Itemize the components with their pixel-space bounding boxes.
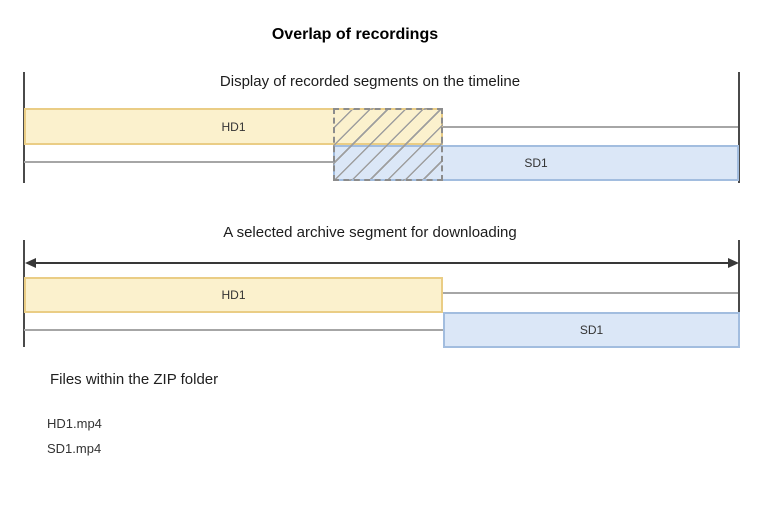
timeline2-sd-track-line (24, 329, 443, 331)
timeline2-sd1-label: SD1 (579, 323, 604, 337)
timeline1-caption: Display of recorded segments on the time… (219, 73, 521, 90)
timeline1-hd-track-line (443, 126, 738, 128)
timeline1-right-boundary-line (738, 72, 740, 183)
timeline2-right-boundary-line (738, 240, 740, 347)
diagram-title: Overlap of recordings (271, 26, 439, 43)
file-list-item: HD1.mp4 (47, 416, 102, 431)
arrowhead-left-icon (25, 258, 36, 268)
zip-files-caption: Files within the ZIP folder (50, 371, 219, 388)
arrowhead-right-icon (728, 258, 739, 268)
selection-span-arrow (25, 258, 739, 268)
timeline1-sd1-label: SD1 (524, 156, 548, 170)
timeline2-hd1-segment: HD1 (24, 277, 443, 313)
file-list-item: SD1.mp4 (47, 441, 102, 456)
timeline2-hd-track-line (443, 292, 738, 294)
timeline1-sd-track-line (24, 161, 333, 163)
timeline2-caption: A selected archive segment for downloadi… (223, 224, 517, 241)
timeline1-hd1-label: HD1 (221, 119, 246, 134)
overlap-hatched-region (333, 108, 443, 181)
timeline2-sd1-segment: SD1 (443, 312, 740, 348)
timeline2-hd1-label: HD1 (221, 288, 246, 302)
